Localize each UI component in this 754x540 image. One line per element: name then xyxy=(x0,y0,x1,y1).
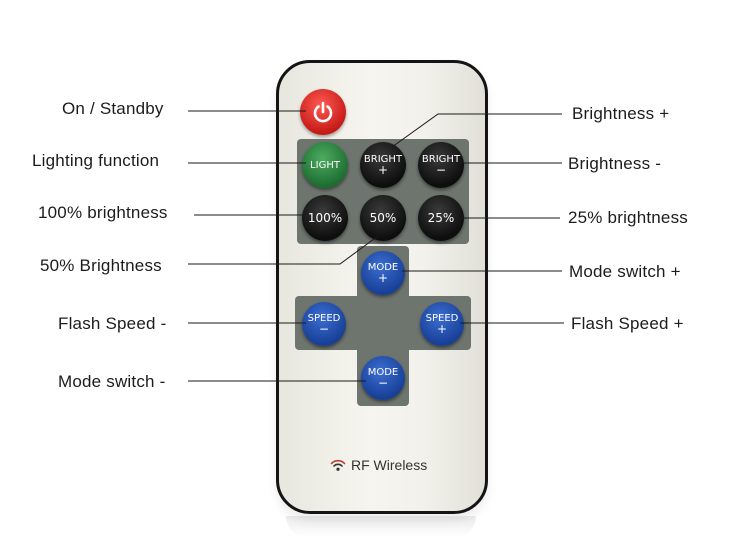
brightness-25-button[interactable]: 25% xyxy=(418,195,464,241)
label-brightness-minus: Brightness - xyxy=(568,154,662,173)
label-on-standby: On / Standby xyxy=(62,99,164,118)
light-button-label: LIGHT xyxy=(310,159,340,171)
rf-wireless-text: RF Wireless xyxy=(351,457,428,473)
wifi-icon xyxy=(330,459,346,471)
speed-plus-button[interactable]: SPEED + xyxy=(420,302,464,346)
mode-plus-button[interactable]: MODE + xyxy=(361,251,405,295)
speed-minus-button[interactable]: SPEED − xyxy=(302,302,346,346)
light-button[interactable]: LIGHT xyxy=(302,142,348,188)
label-mode-switch-minus: Mode switch - xyxy=(58,372,166,391)
rf-wireless-footer: RF Wireless xyxy=(330,457,440,473)
brightness-50-button[interactable]: 50% xyxy=(360,195,406,241)
brightness-50-label: 50% xyxy=(369,210,397,225)
label-50-brightness: 50% Brightness xyxy=(40,256,162,275)
leader-bright-plus xyxy=(391,113,562,148)
leader-50 xyxy=(188,235,379,265)
mode-minus-button[interactable]: MODE − xyxy=(361,356,405,400)
power-button[interactable] xyxy=(300,89,346,135)
bright-plus-button[interactable]: BRIGHT + xyxy=(360,142,406,188)
brightness-100-label: 100% xyxy=(307,210,343,225)
label-brightness-plus: Brightness + xyxy=(572,104,670,123)
label-100-brightness: 100% brightness xyxy=(38,203,168,222)
bright-minus-label: BRIGHT xyxy=(421,154,461,165)
mode-plus-symbol: + xyxy=(377,271,389,285)
speed-plus-label: SPEED xyxy=(425,313,459,324)
mode-minus-label: MODE xyxy=(367,367,399,378)
label-mode-switch-plus: Mode switch + xyxy=(569,262,681,281)
mode-minus-symbol: − xyxy=(377,376,389,390)
speed-minus-symbol: − xyxy=(318,322,330,336)
bright-plus-label: BRIGHT xyxy=(363,154,403,165)
bright-minus-button[interactable]: BRIGHT − xyxy=(418,142,464,188)
brightness-100-button[interactable]: 100% xyxy=(302,195,348,241)
bright-minus-symbol: − xyxy=(435,163,447,177)
label-flash-speed-plus: Flash Speed + xyxy=(571,314,684,333)
power-icon xyxy=(313,101,333,123)
speed-plus-symbol: + xyxy=(436,322,448,336)
remote-reflection xyxy=(286,516,476,538)
label-lighting-function: Lighting function xyxy=(32,151,160,170)
speed-minus-label: SPEED xyxy=(307,313,341,324)
label-25-brightness: 25% brightness xyxy=(568,208,688,227)
label-flash-speed-minus: Flash Speed - xyxy=(58,314,167,333)
bright-plus-symbol: + xyxy=(377,163,389,177)
mode-plus-label: MODE xyxy=(367,262,399,273)
brightness-25-label: 25% xyxy=(427,210,455,225)
